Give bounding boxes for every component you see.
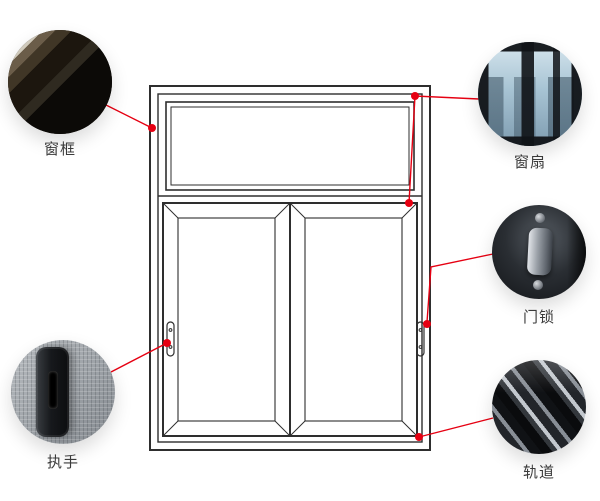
track-label: 轨道	[522, 464, 555, 481]
sash-photo	[478, 42, 582, 146]
track-photo	[492, 360, 586, 454]
connector-lock	[423, 253, 494, 328]
lock-photo-screw-bottom	[533, 280, 544, 291]
window-left-panel	[162, 202, 291, 437]
connector-frame	[105, 104, 156, 132]
track-photo-sheen	[492, 360, 586, 454]
frame-label: 窗框	[43, 141, 76, 158]
lock-photo-edge	[567, 205, 586, 299]
left-panel-handle	[166, 321, 175, 357]
frame-photo	[8, 30, 112, 134]
window-transom	[158, 101, 422, 197]
window-right-panel	[289, 202, 425, 437]
handle-photo	[11, 340, 115, 444]
connector-sash	[405, 92, 480, 207]
sash-photo-bars	[478, 42, 582, 146]
window-outer-frame	[149, 85, 431, 451]
connector-track	[415, 417, 494, 441]
lock-photo	[492, 205, 586, 299]
handle-label: 执手	[46, 454, 79, 471]
right-panel-handle	[416, 321, 425, 357]
connector-handle	[110, 339, 171, 373]
sash-label: 窗扇	[513, 154, 546, 171]
frame-photo-glass	[8, 30, 112, 134]
lock-label: 门锁	[522, 309, 555, 326]
lock-photo-body	[526, 226, 553, 276]
lock-photo-screw-top	[535, 213, 546, 224]
handle-photo-slot	[48, 371, 58, 409]
